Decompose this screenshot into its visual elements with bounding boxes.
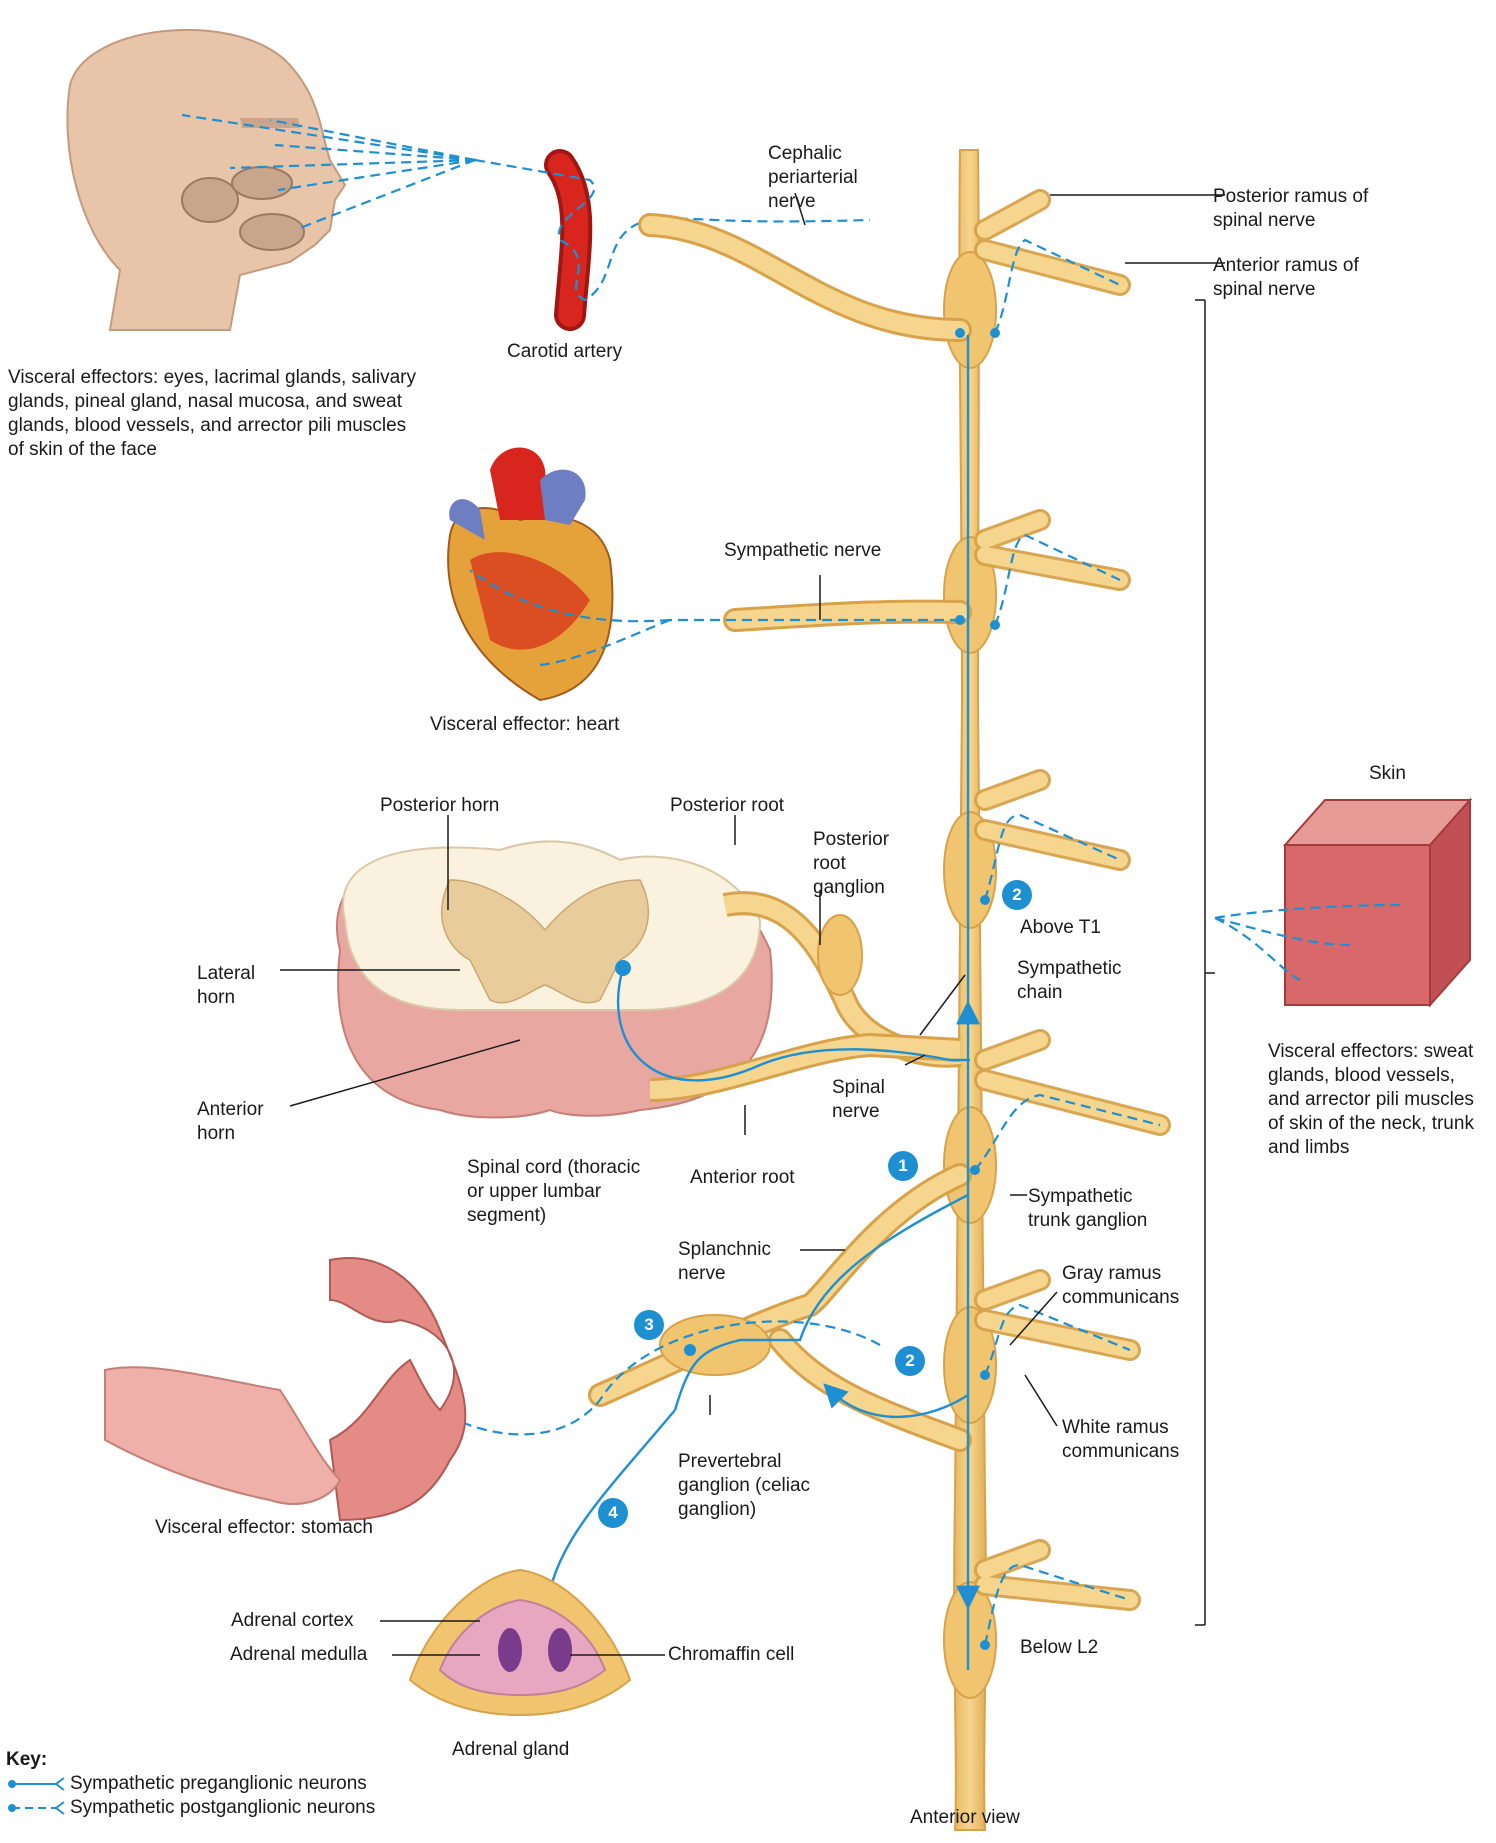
skin-effectors-label: Visceral effectors: sweat glands, blood … xyxy=(1268,1040,1478,1160)
preganglionic-line-icon xyxy=(6,1777,66,1791)
spinal-nerve-label: Spinal nerve xyxy=(832,1076,902,1124)
posterior-root-label: Posterior root xyxy=(670,794,784,818)
sympathetic-chain-label: Sympathetic chain xyxy=(1017,957,1142,1005)
above-t1-label: Above T1 xyxy=(1020,916,1101,940)
stomach-illustration xyxy=(105,1258,465,1520)
head-effectors-label: Visceral effectors: eyes, lacrimal gland… xyxy=(8,366,418,462)
step-badge-1: 1 xyxy=(888,1151,918,1181)
heart-illustration xyxy=(448,448,612,701)
anterior-horn-label: Anterior horn xyxy=(197,1098,282,1146)
spinal-cord-label: Spinal cord (thoracic or upper lumbar se… xyxy=(467,1156,647,1228)
head-illustration xyxy=(67,30,345,330)
anterior-root-label: Anterior root xyxy=(690,1166,795,1190)
splanchnic-label: Splanchnic nerve xyxy=(678,1238,788,1286)
anterior-ramus-label: Anterior ramus of spinal nerve xyxy=(1213,254,1383,302)
step-badge-2-lower: 2 xyxy=(895,1346,925,1376)
legend-title: Key: xyxy=(6,1748,375,1772)
legend-preganglionic-label: Sympathetic preganglionic neurons xyxy=(70,1772,367,1796)
skin-label: Skin xyxy=(1369,762,1406,786)
adrenal-cortex-label: Adrenal cortex xyxy=(231,1609,354,1633)
adrenal-illustration xyxy=(410,1570,630,1715)
below-l2-label: Below L2 xyxy=(1020,1636,1098,1660)
posterior-ramus-label: Posterior ramus of spinal nerve xyxy=(1213,185,1383,233)
prevertebral-ganglion xyxy=(660,1315,770,1375)
legend-row-postganglionic: Sympathetic postganglionic neurons xyxy=(6,1796,375,1820)
postganglionic-line-icon xyxy=(6,1801,66,1815)
carotid-label: Carotid artery xyxy=(507,340,622,364)
posterior-horn-label: Posterior horn xyxy=(380,794,499,818)
white-ramus-label: White ramus communicans xyxy=(1062,1416,1202,1464)
cephalic-label: Cephalic periarterial nerve xyxy=(768,142,878,214)
heart-label: Visceral effector: heart xyxy=(430,713,619,737)
step-badge-3: 3 xyxy=(634,1310,664,1340)
posterior-root-ganglion xyxy=(818,915,862,995)
posterior-root-ganglion-label: Posterior root ganglion xyxy=(813,828,913,900)
legend-postganglionic-label: Sympathetic postganglionic neurons xyxy=(70,1796,375,1820)
legend-row-preganglionic: Sympathetic preganglionic neurons xyxy=(6,1772,375,1796)
lateral-horn-label: Lateral horn xyxy=(197,962,277,1010)
step-badge-4: 4 xyxy=(598,1498,628,1528)
prevertebral-label: Prevertebral ganglion (celiac ganglion) xyxy=(678,1450,848,1522)
chromaffin-label: Chromaffin cell xyxy=(668,1643,794,1667)
sympathetic-nerve-label: Sympathetic nerve xyxy=(724,539,881,563)
adrenal-medulla-label: Adrenal medulla xyxy=(230,1643,367,1667)
step-badge-2-upper: 2 xyxy=(1002,880,1032,910)
sympathetic-trunk-ganglion-label: Sympathetic trunk ganglion xyxy=(1028,1185,1178,1233)
adrenal-gland-label: Adrenal gland xyxy=(452,1738,569,1762)
skin-illustration xyxy=(1285,800,1470,1005)
legend: Key: Sympathetic preganglionic neurons S… xyxy=(6,1748,375,1820)
stomach-label: Visceral effector: stomach xyxy=(155,1516,373,1540)
gray-ramus-label: Gray ramus communicans xyxy=(1062,1262,1202,1310)
anterior-view-label: Anterior view xyxy=(910,1806,1020,1830)
